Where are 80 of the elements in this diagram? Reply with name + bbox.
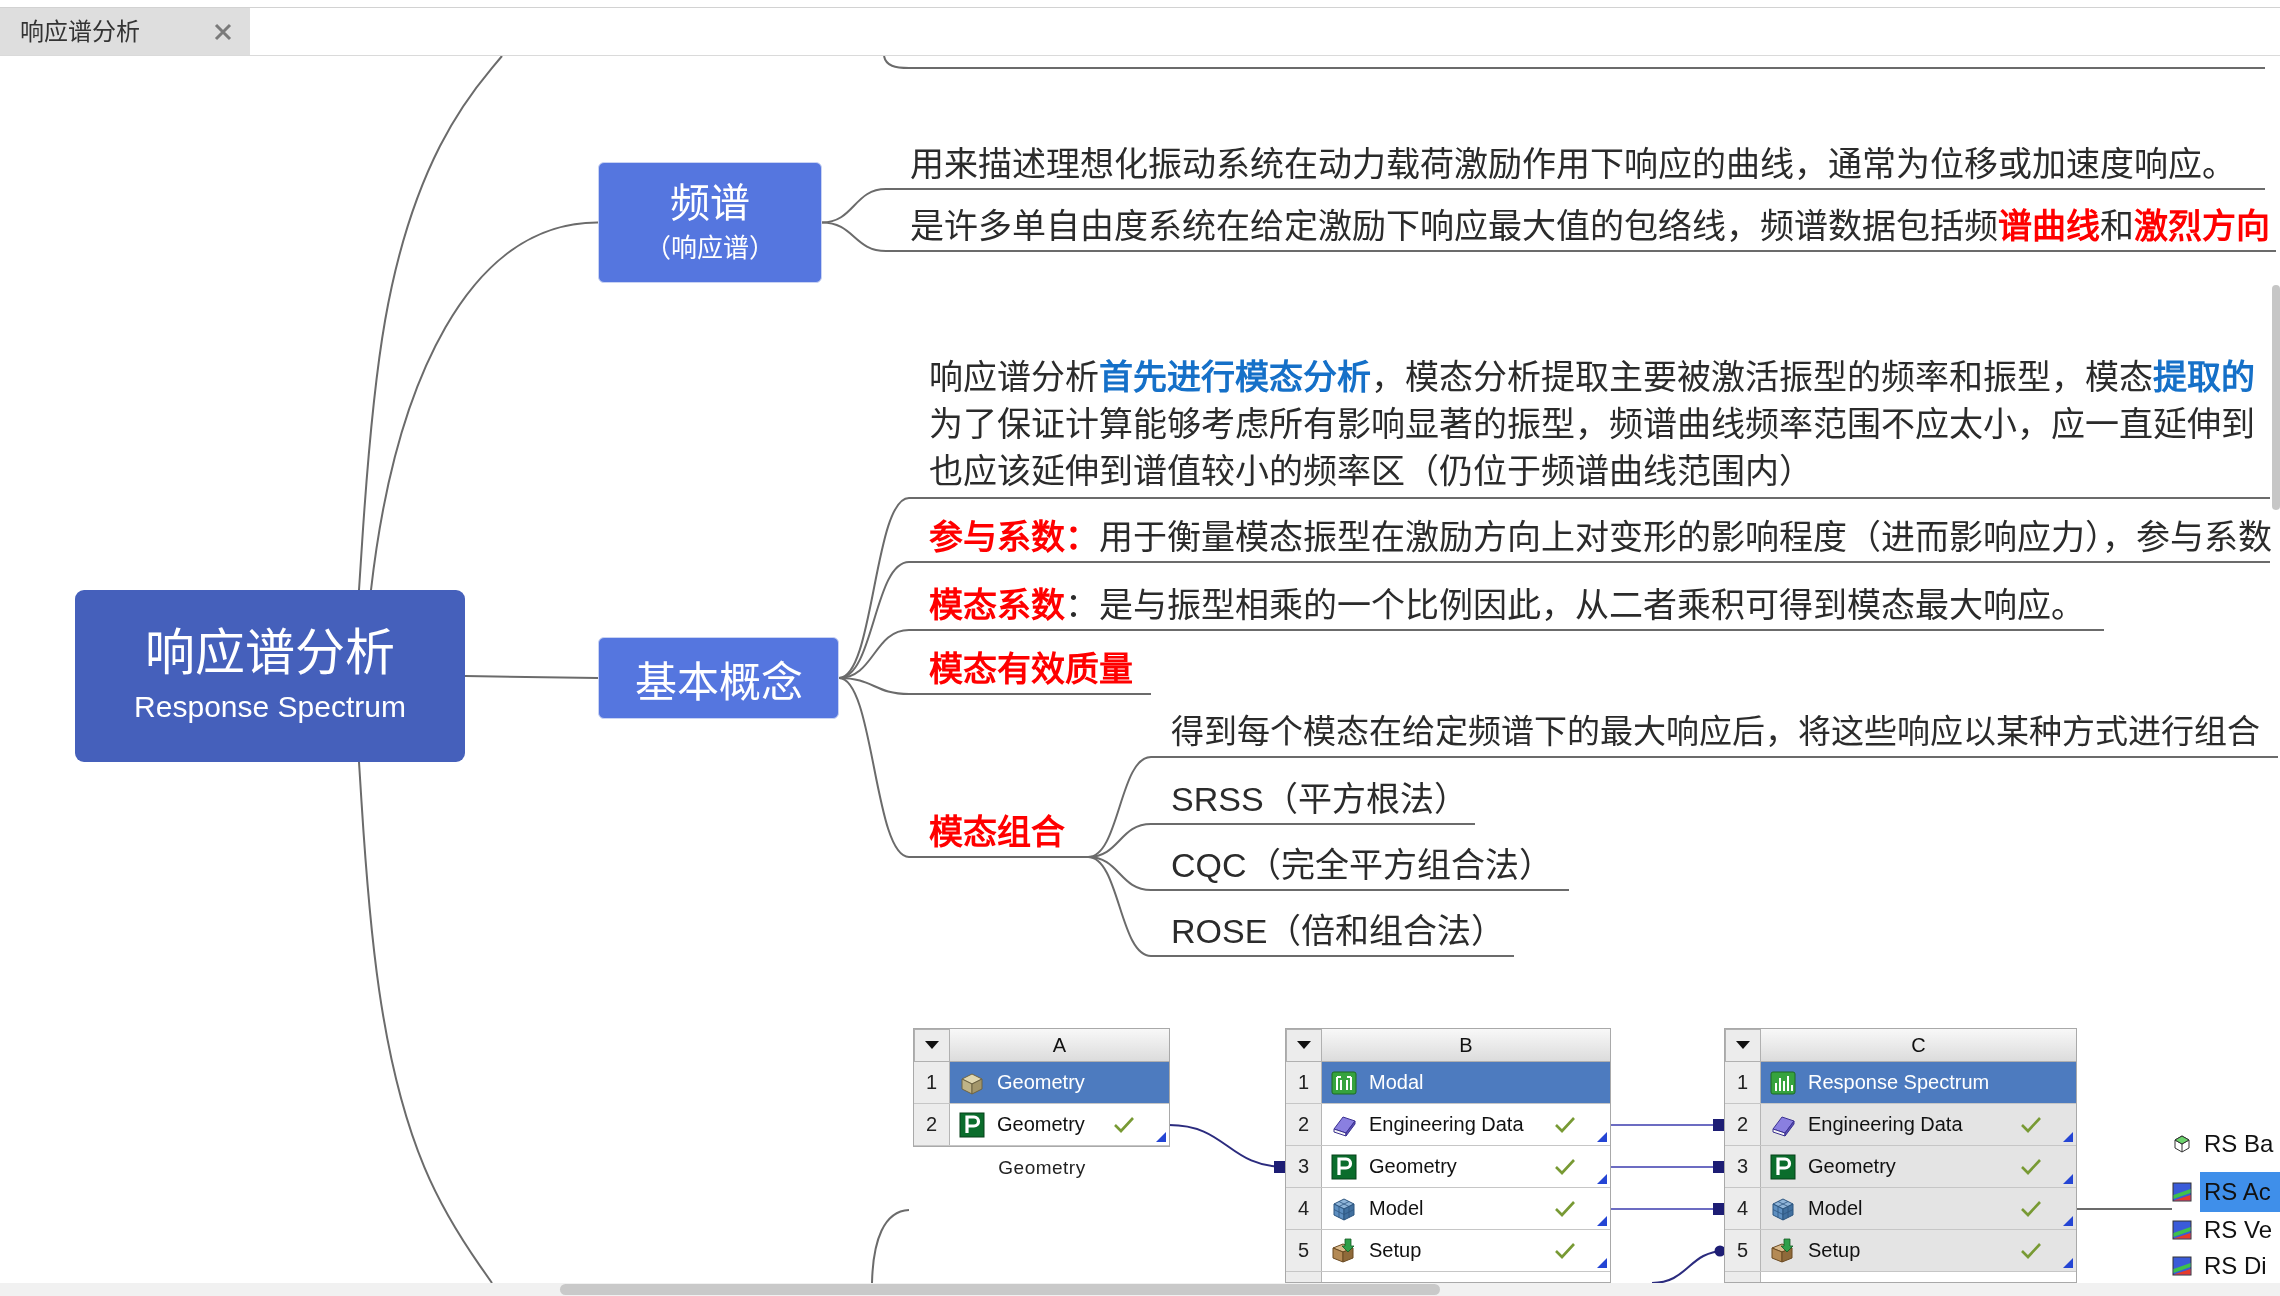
branch-topic: 是许多单自由度系统在给定激励下响应最大值的包络线，频谱数据包括频谱曲线和激烈方向 — [886, 203, 2276, 252]
row-number: 5 — [1286, 1230, 1322, 1271]
branch-topic: 响应谱分析首先进行模态分析，模态分析提取主要被激活振型的频率和振型，模态提取的为了保证计算能够考虑所有影响显著的振型，频谱曲线频率范围不应太小，应一直延伸到也应该延伸到谱值较小的频率区（仍位于频谱曲线范围内） — [909, 354, 2270, 499]
tree-item-label: RS Ve — [2203, 1216, 2274, 1244]
cell-label: Modal — [1369, 1071, 1424, 1094]
connector-line — [2075, 1208, 2173, 1210]
cell-label: Engineering Data — [1808, 1113, 1963, 1136]
table-row — [1286, 1146, 1610, 1188]
link-line — [1609, 1161, 1726, 1173]
row-number: 1 — [1286, 1062, 1322, 1103]
link-line — [1609, 1203, 1726, 1215]
branch-line — [821, 188, 887, 224]
branch-topic: 模态组合 — [909, 809, 1088, 858]
tree-item-label: RS Di — [2203, 1252, 2268, 1280]
branch-line — [464, 675, 599, 679]
cell-label: Model — [1369, 1197, 1424, 1220]
node-subtitle: （响应谱） — [645, 231, 775, 265]
table-row — [914, 1062, 1169, 1104]
row-number: 2 — [914, 1104, 950, 1145]
table-row — [1725, 1230, 2076, 1272]
table-row — [1725, 1104, 2076, 1146]
system-table — [1285, 1028, 1611, 1283]
system-table — [1724, 1028, 2077, 1283]
node-title: 频谱 — [670, 179, 750, 226]
row-number: 3 — [1725, 1146, 1761, 1187]
branch-topic: 得到每个模态在给定频谱下的最大响应后，将这些响应以某种方式进行组合 — [1151, 711, 2278, 758]
node-label: Geometry — [998, 1157, 1086, 1179]
cell-label: Response Spectrum — [1808, 1071, 1990, 1094]
root-node — [75, 590, 465, 762]
selected-tree-item: RS Ac — [2200, 1172, 2280, 1212]
branch-topic: ROSE（倍和组合法） — [1151, 908, 1514, 957]
branch-topic: 参与系数：用于衡量模态振型在激励方向上对变形的影响程度（进而影响应力），参与系数 — [909, 514, 2270, 563]
table-row — [914, 1104, 1169, 1146]
branch-line — [358, 55, 503, 591]
system-table — [913, 1028, 1170, 1147]
branch-topic: CQC（完全平方组合法） — [1151, 842, 1569, 891]
cell-label: Engineering Data — [1369, 1113, 1524, 1136]
row-number: 4 — [1725, 1188, 1761, 1229]
branch-topic: 模态系数：是与振型相乘的一个比例因此，从二者乘积可得到模态最大响应。 — [909, 582, 2104, 631]
topic-node — [598, 162, 822, 283]
table-row — [1286, 1188, 1610, 1230]
row-number: 5 — [1725, 1230, 1761, 1271]
link-line — [1609, 1119, 1726, 1131]
node-title: 响应谱分析 — [145, 626, 395, 681]
cell-label: Setup — [1369, 1239, 1422, 1262]
row-number: 1 — [1725, 1062, 1761, 1103]
file-tab: 响应谱分析 — [0, 8, 250, 55]
column-header: C — [1761, 1029, 2076, 1062]
column-header: B — [1322, 1029, 1610, 1062]
table-row — [1286, 1230, 1610, 1272]
node-subtitle: Response Spectrum — [134, 689, 406, 725]
topic-node: 基本概念 — [598, 637, 839, 719]
tree-item-label: RS Ba — [2203, 1130, 2275, 1158]
table-row — [1286, 1104, 1610, 1146]
cell-label: Geometry — [1369, 1155, 1457, 1178]
branch-topic: 模态有效质量 — [909, 646, 1151, 695]
row-number: 4 — [1286, 1188, 1322, 1229]
link-line — [1651, 1245, 1726, 1284]
link-line — [1168, 1124, 1287, 1173]
row-number: 2 — [1286, 1104, 1322, 1145]
branch-topic: 用来描述理想化振动系统在动力载荷激励作用下响应的曲线，通常为位移或加速度响应。 — [886, 141, 2265, 190]
row-number: 3 — [1286, 1146, 1322, 1187]
table-row — [1725, 1062, 2076, 1104]
cell-label: Model — [1808, 1197, 1863, 1220]
branch-line — [1087, 856, 1152, 957]
branch-line — [838, 677, 910, 858]
row-number: 1 — [914, 1062, 950, 1103]
table-row — [1725, 1188, 2076, 1230]
table-row — [1286, 1062, 1610, 1104]
branch-line — [358, 761, 493, 1284]
cell-label: Geometry — [997, 1071, 1085, 1094]
cell-label: Geometry — [1808, 1155, 1896, 1178]
table-row — [1725, 1146, 2076, 1188]
branch-line — [370, 221, 599, 591]
cell-label: Geometry — [997, 1113, 1085, 1136]
row-number: 2 — [1725, 1104, 1761, 1145]
branch-line — [821, 221, 887, 252]
column-header: A — [950, 1029, 1169, 1062]
cell-label: Setup — [1808, 1239, 1861, 1262]
branch-topic: SRSS（平方根法） — [1151, 776, 1475, 825]
